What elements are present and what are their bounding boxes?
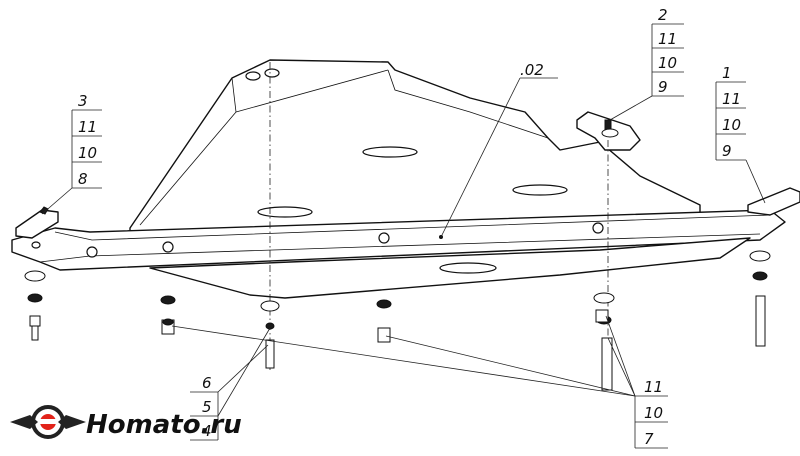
callout-left-2: 11 [78, 118, 97, 136]
top-bracket [576, 111, 641, 151]
callout-top-3: 10 [658, 54, 677, 72]
callout-stack-bottom-left: 6 5 4 [190, 327, 271, 441]
callout-stack-bottom-right: 11 10 7 [171, 315, 668, 449]
callout-bottom-left-3: 4 [202, 422, 212, 440]
winged-logo-icon [10, 405, 86, 439]
fastener-stack-center-left [260, 300, 280, 369]
callout-bottom-right-2: 10 [644, 404, 663, 422]
callout-bottom-right-3: 7 [644, 430, 654, 448]
logo-text: Homato.ru [86, 410, 242, 440]
fastener-stack-far-left [24, 270, 46, 341]
main-part-label: .02 [520, 61, 544, 79]
callout-top-1: 2 [658, 6, 668, 24]
main-part-callout: .02 [440, 61, 558, 238]
callout-top-4: 9 [658, 78, 668, 96]
callout-right-1: 1 [722, 64, 732, 82]
callout-stack-left: 3 11 10 8 [41, 92, 102, 215]
callout-left-3: 10 [78, 144, 97, 162]
main-rail-part-02 [11, 209, 786, 271]
homato-logo: Homato.ru [10, 405, 242, 440]
callout-left-1: 3 [78, 92, 88, 110]
callout-right-2: 11 [722, 90, 741, 108]
callout-stack-top: 2 11 10 9 [609, 6, 684, 121]
callout-stack-right: 1 11 10 9 [715, 64, 766, 204]
callout-top-2: 11 [658, 30, 677, 48]
callout-bottom-left-1: 6 [202, 374, 212, 392]
fastener-stack-center [376, 299, 392, 343]
right-bracket [747, 187, 800, 216]
callout-right-3: 10 [722, 116, 741, 134]
fastener-stack-center-right [593, 292, 615, 391]
callout-right-4: 9 [722, 142, 732, 160]
callout-left-4: 8 [78, 170, 88, 188]
callout-bottom-left-2: 5 [202, 398, 212, 416]
callout-bottom-right-1: 11 [644, 378, 663, 396]
fastener-stack-left [160, 295, 176, 335]
fastener-stack-right [749, 250, 771, 347]
lower-guard-plate [149, 237, 751, 299]
left-bracket [15, 206, 59, 239]
